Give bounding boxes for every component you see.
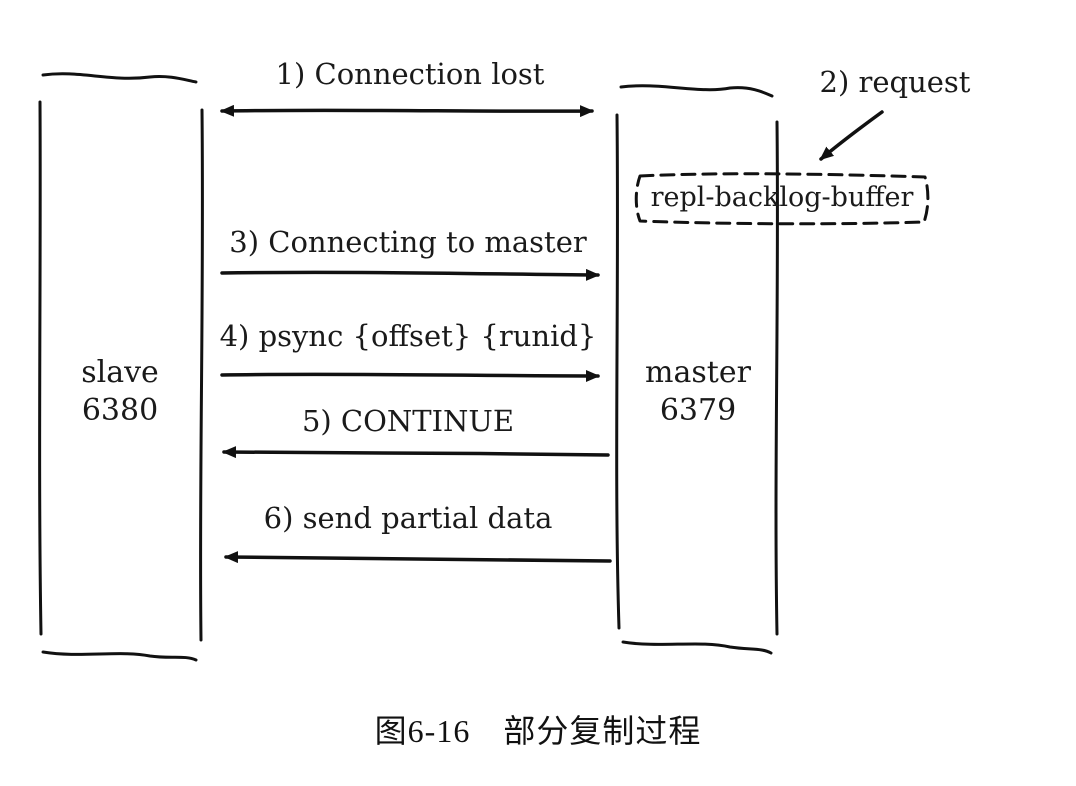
step-3-label: 3) Connecting to master xyxy=(229,225,587,259)
master-port: 6379 xyxy=(660,393,736,428)
slave-port: 6380 xyxy=(82,393,158,428)
step-5-arrow xyxy=(222,446,610,459)
backlog-buffer-box: repl-backlog-buffer xyxy=(634,172,930,226)
step-3-arrow xyxy=(220,268,600,281)
step-6-arrow xyxy=(224,551,612,564)
master-column xyxy=(615,84,779,655)
figure-caption: 图6-16 部分复制过程 xyxy=(374,713,702,749)
step-2-arrow xyxy=(819,110,884,161)
step-6-label: 6) send partial data xyxy=(264,501,553,535)
slave-column xyxy=(38,72,204,662)
step-1-arrow xyxy=(220,104,594,118)
step-2-label: 2) request xyxy=(820,65,971,99)
step-5-label: 5) CONTINUE xyxy=(302,404,514,438)
step-1-label: 1) Connection lost xyxy=(276,57,545,91)
master-name: master xyxy=(645,355,752,390)
step-4-arrow xyxy=(220,369,600,382)
slave-name: slave xyxy=(81,355,159,390)
backlog-buffer-label: repl-backlog-buffer xyxy=(651,182,914,213)
step-4-label: 4) psync {offset} {runid} xyxy=(220,319,597,353)
